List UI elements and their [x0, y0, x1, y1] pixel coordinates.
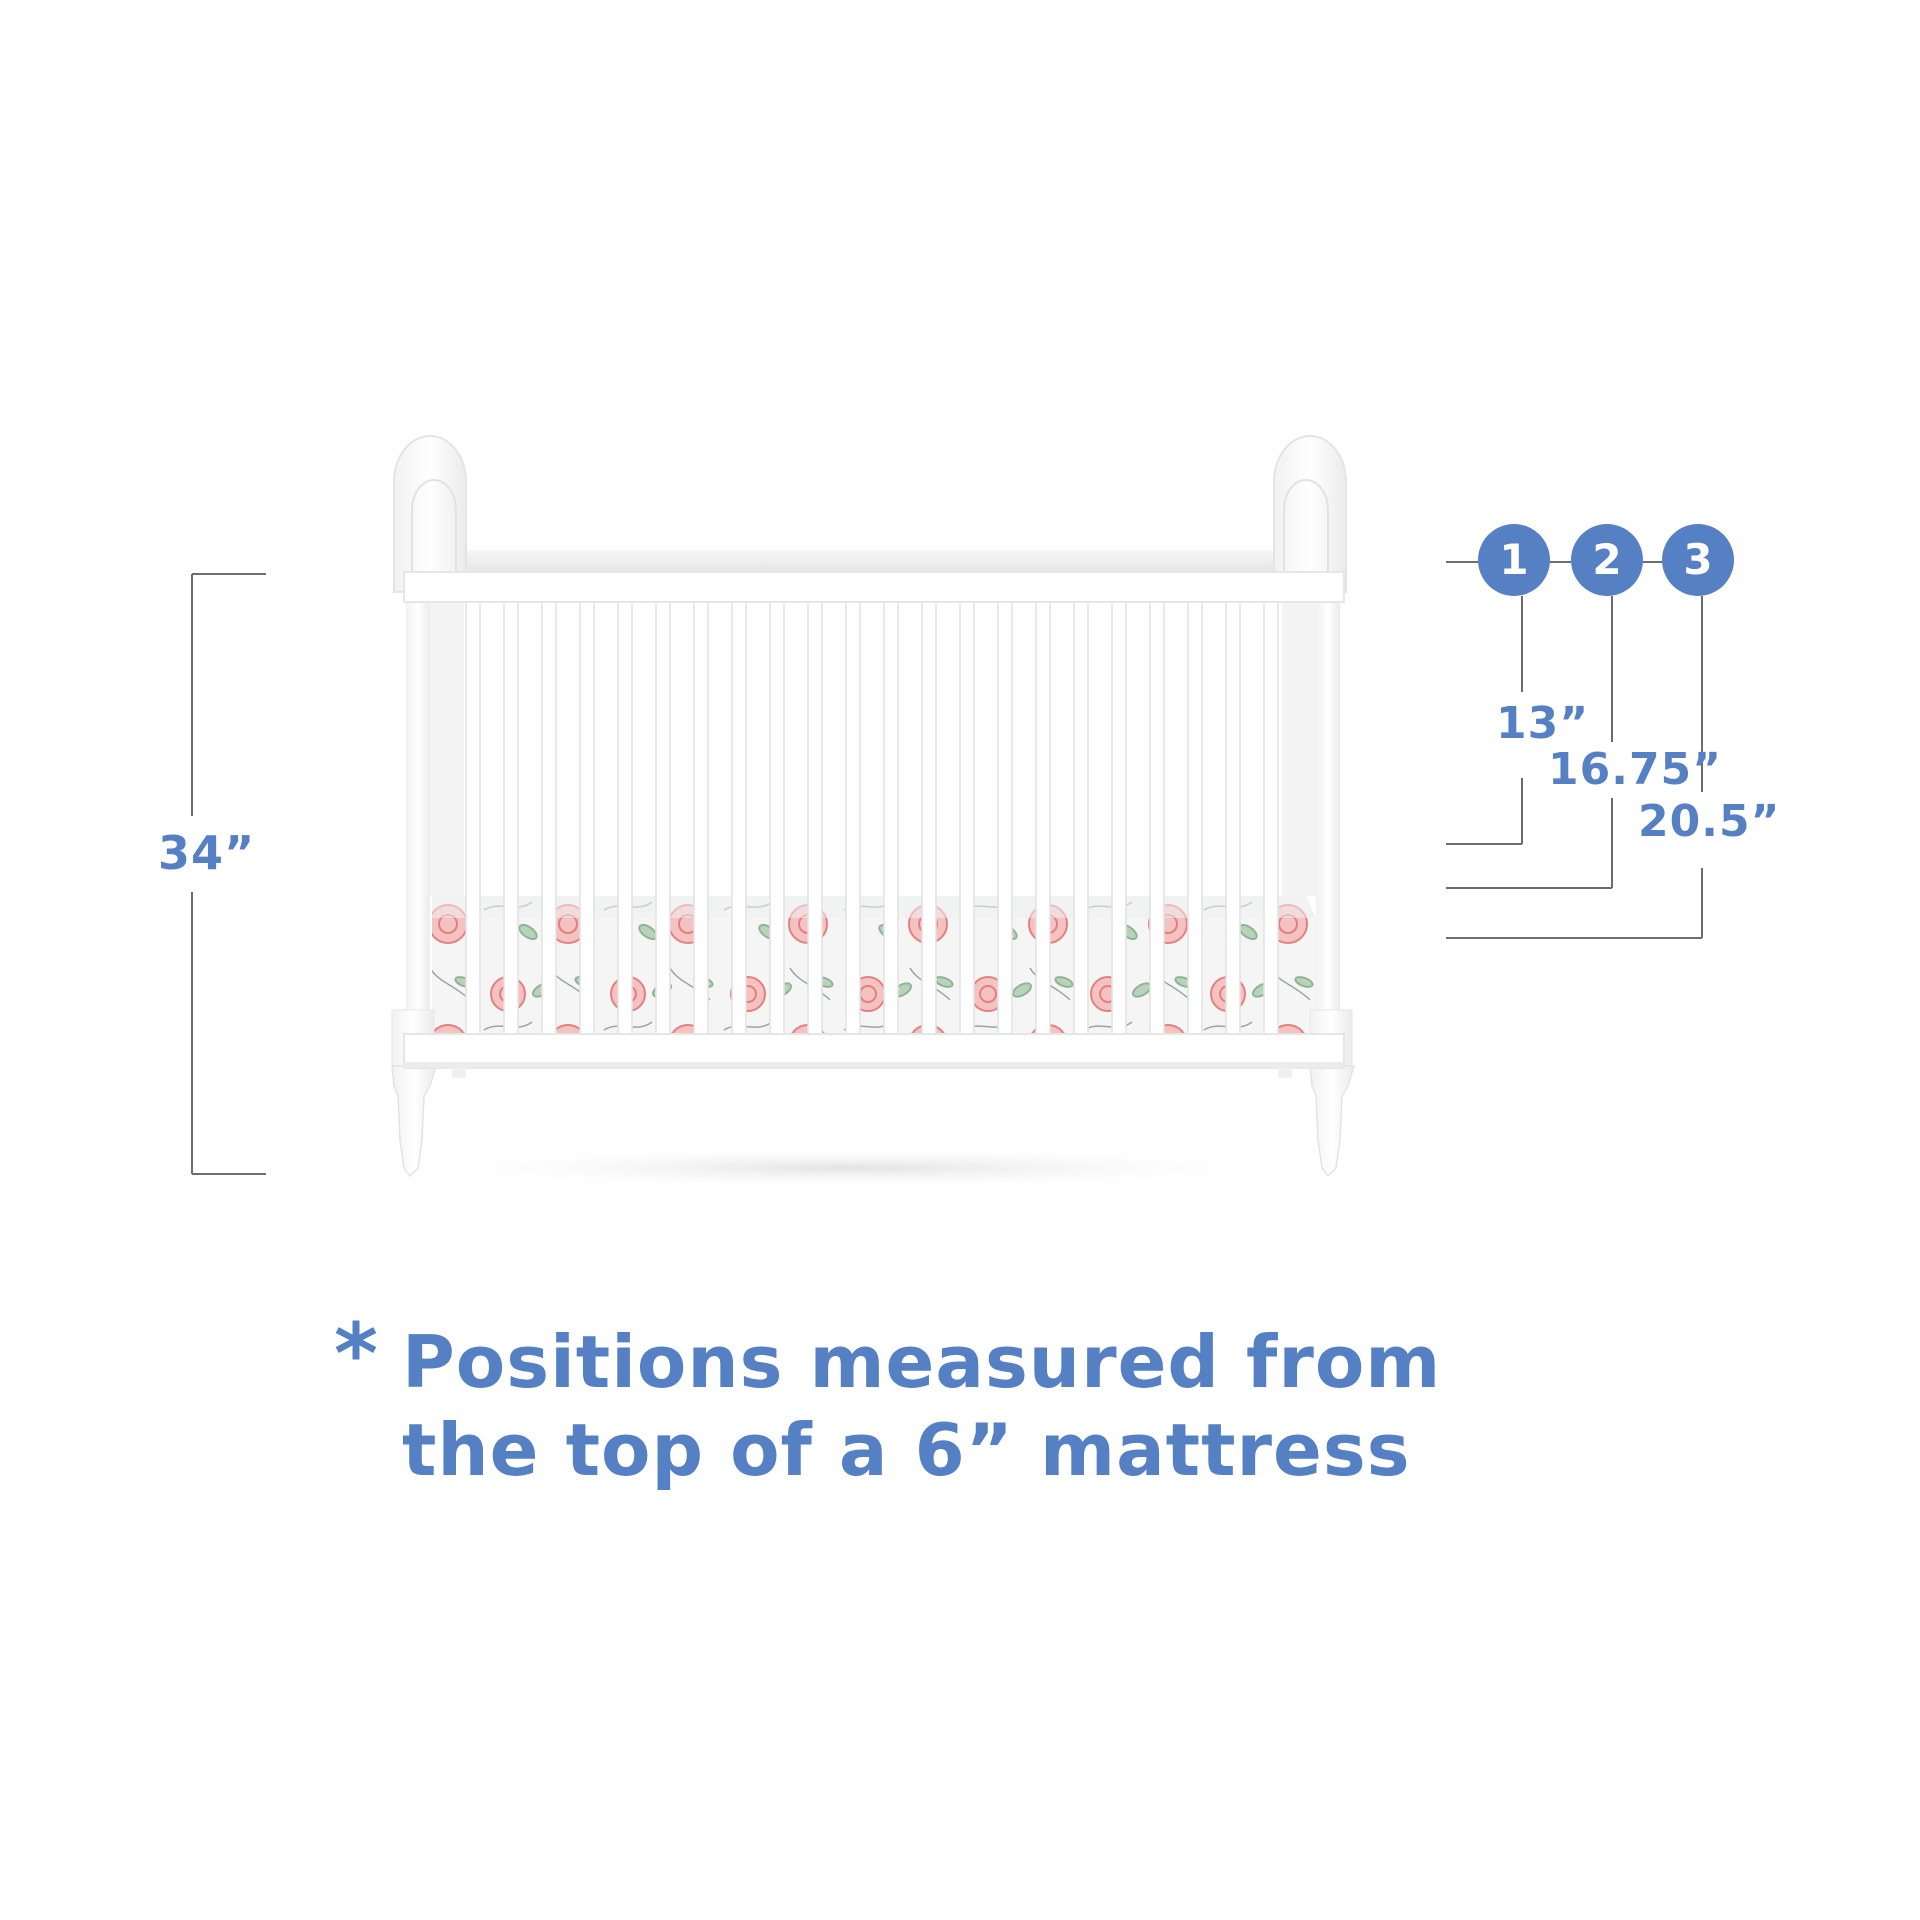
position-1-dimension	[1446, 561, 1523, 845]
crib-spindle	[845, 601, 861, 1035]
crib-spindle	[1035, 601, 1051, 1035]
position-2-dimension	[1446, 561, 1613, 889]
crib-spindle	[465, 601, 481, 1035]
position-3-badge: 3	[1662, 524, 1734, 596]
crib-spindle	[1263, 601, 1279, 1035]
crib-spindle	[655, 601, 671, 1035]
crib-spindle	[579, 601, 595, 1035]
position-3-height-label: 20.5”	[1638, 796, 1781, 847]
position-1-badge: 1	[1478, 524, 1550, 596]
footnote-line-2: the top of a 6” mattress	[402, 1408, 1411, 1492]
crib-spindle	[807, 601, 823, 1035]
mattress	[432, 896, 1316, 1037]
crib-spindle	[1187, 601, 1203, 1035]
crib-spindle	[1111, 601, 1127, 1035]
crib-spindle	[883, 601, 899, 1035]
footnote-text: Positions measured from the top of a 6” …	[338, 1318, 1598, 1494]
crib-spindle	[503, 601, 519, 1035]
position-2-height-label: 16.75”	[1548, 744, 1723, 795]
crib-spindle	[1073, 601, 1089, 1035]
floor-shadow	[382, 1146, 1322, 1190]
footnote: * Positions measured from the top of a 6…	[334, 1312, 1598, 1494]
crib-spindle	[1225, 601, 1241, 1035]
crib-spindles	[465, 601, 1279, 1035]
crib-spindle	[769, 601, 785, 1035]
overall-height-label: 34”	[158, 826, 256, 880]
crib-spindle	[731, 601, 747, 1035]
crib-spindle	[1149, 601, 1165, 1035]
crib-spindle	[617, 601, 633, 1035]
position-3-dimension	[1446, 561, 1703, 939]
crib-spindle	[693, 601, 709, 1035]
crib-spindle	[541, 601, 557, 1035]
back-rail	[448, 550, 1290, 572]
crib-spindle	[921, 601, 937, 1035]
top-rail	[403, 571, 1345, 603]
crib-spindle	[959, 601, 975, 1035]
crib-spindle	[997, 601, 1013, 1035]
position-1-height-label: 13”	[1496, 698, 1590, 749]
asterisk-icon: *	[334, 1305, 379, 1403]
overall-height-dimension	[191, 573, 266, 1175]
footnote-line-1: Positions measured from	[402, 1320, 1442, 1404]
position-2-badge: 2	[1571, 524, 1643, 596]
